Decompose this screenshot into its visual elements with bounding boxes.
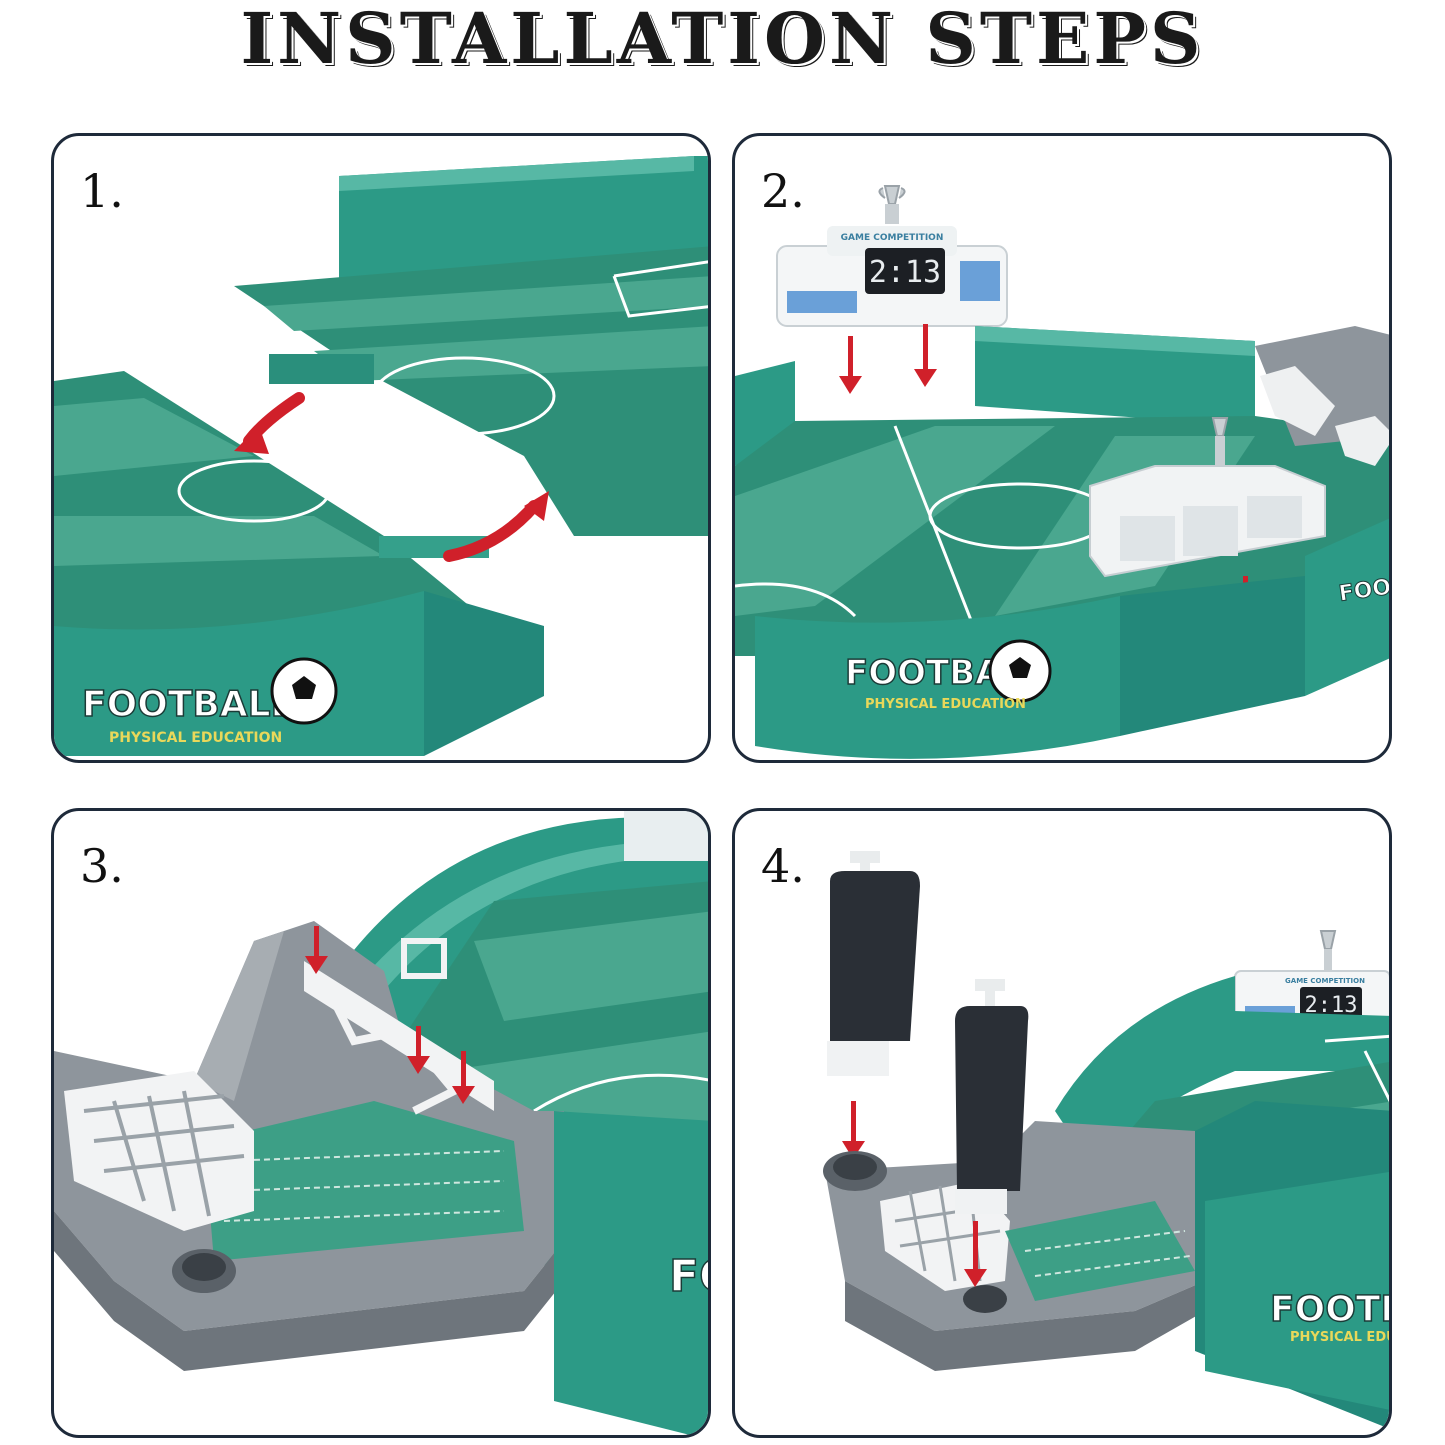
step-2-illustration: GAME COMPETITION 2:13 [735,185,1389,759]
step-number: 4. [761,839,805,893]
step-1-panel: 1. FOOTBALL PHYSICAL EDUCATION [51,133,711,763]
step-number: 3. [80,839,124,893]
step-number: 2. [761,164,805,218]
brand-subtext: PHYSICAL EDUCA [1290,1330,1392,1345]
brand-text: FO [669,1251,711,1302]
step-3-panel: 3. FO [51,808,711,1438]
step-4-panel: 4. GAME COMPETITION 2:13 [732,808,1392,1438]
scoreboard-header: GAME COMPETITION [841,233,944,243]
step-3-illustration: FO [54,811,711,1435]
handle-icon [830,871,920,1041]
brand-text: FOOTBALL [82,684,294,725]
page-title: INSTALLATION STEPS [240,0,1205,80]
scoreboard-header: GAME COMPETITION [1285,977,1365,985]
step-number: 1. [80,164,124,218]
scoreboard-score: 2:13 [869,255,941,290]
handle-icon [955,1006,1029,1191]
brand-text: FOOTBA [1270,1289,1392,1330]
step-1-illustration: FOOTBALL PHYSICAL EDUCATION [54,156,708,756]
brand-subtext: PHYSICAL EDUCATION [109,730,282,746]
brand-subtext: PHYSICAL EDUCATION [865,697,1026,712]
step-4-illustration: GAME COMPETITION 2:13 FOOTBA [823,851,1392,1429]
step-2-panel: 2. GAME COMPETITION 2:13 [732,133,1392,763]
